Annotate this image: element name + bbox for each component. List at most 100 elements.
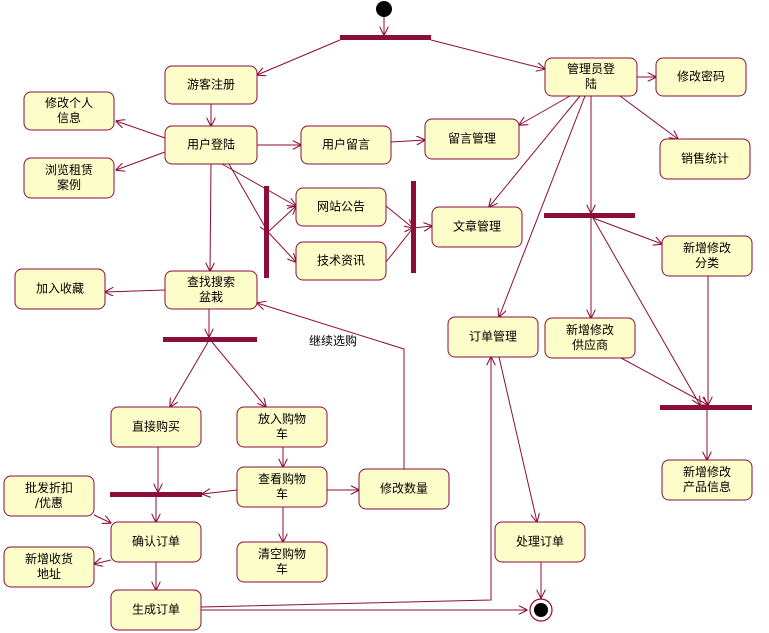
node-box	[295, 241, 387, 281]
activity-nodes: 游客注册管理员登陆修改密码修改个人信息用户登陆用户留言留言管理销售统计浏览租赁案…	[3, 57, 753, 631]
node-box	[447, 316, 539, 358]
node-label: 新增修改	[566, 322, 614, 337]
flow-edge	[210, 163, 211, 271]
flow-edge	[257, 39, 341, 75]
node-label: 销售统计	[681, 151, 729, 166]
node-user-login: 用户登陆	[164, 125, 258, 165]
node-box	[164, 270, 258, 310]
node-label: 信息	[57, 110, 81, 125]
node-label: 新增收货	[25, 551, 73, 566]
node-label: 处理订单	[516, 535, 564, 549]
node-box	[300, 125, 392, 165]
node-label: 浏览租赁	[45, 162, 93, 177]
node-box	[236, 406, 328, 448]
node-sales-stats: 销售统计	[659, 138, 751, 180]
node-box	[494, 521, 586, 563]
node-wholesale-discount: 批发折扣/优惠	[3, 475, 95, 517]
flow-edge	[116, 151, 166, 170]
bar-article-left	[264, 186, 269, 278]
node-user-message: 用户留言	[300, 125, 392, 165]
node-label: 分类	[695, 256, 719, 270]
flow-edge	[105, 290, 166, 292]
flow-edge	[93, 514, 111, 523]
node-label: 新增修改	[683, 464, 731, 479]
node-box	[110, 406, 202, 448]
flow-edge	[499, 95, 586, 317]
node-label: 技术资讯	[317, 254, 365, 268]
bar-confirm-join	[110, 492, 202, 497]
node-label: 修改数量	[380, 481, 428, 496]
node-label: 网站公告	[317, 200, 365, 214]
node-box	[661, 235, 753, 277]
node-label: 清空购物	[258, 546, 306, 561]
node-label: 案例	[57, 177, 81, 192]
flow-edge	[489, 95, 581, 207]
flow-edge	[116, 121, 166, 139]
final-node	[534, 603, 548, 617]
node-box	[23, 91, 115, 131]
flow-edge	[267, 231, 296, 262]
node-label: 地址	[37, 567, 61, 581]
node-label: 用户留言	[322, 137, 370, 152]
node-label: 用户登陆	[187, 137, 235, 152]
flow-edge	[202, 490, 238, 494]
node-article-manage: 文章管理	[431, 206, 523, 248]
terminals	[376, 1, 553, 622]
node-change-qty: 修改数量	[358, 468, 450, 510]
node-label: 查看购物	[258, 471, 306, 486]
flow-edge	[257, 303, 405, 469]
bar-article-right	[411, 181, 416, 273]
flow-edge	[385, 205, 413, 228]
node-box	[164, 125, 258, 165]
node-site-notice: 网站公告	[295, 187, 387, 227]
node-tech-info: 技术资讯	[295, 241, 387, 281]
node-buy-now: 直接购买	[110, 406, 202, 448]
node-message-manage: 留言管理	[424, 118, 520, 160]
node-box	[110, 589, 202, 631]
node-box	[431, 206, 523, 248]
node-label: 修改密码	[677, 69, 725, 84]
node-box	[236, 541, 328, 583]
flow-edge	[519, 95, 571, 125]
node-label: 车	[276, 486, 288, 501]
node-box	[3, 475, 95, 517]
node-label: 放入购物	[258, 411, 306, 426]
node-order-manage: 订单管理	[447, 316, 539, 358]
node-box	[358, 468, 450, 510]
node-label: 管理员登	[567, 61, 615, 76]
flow-edge	[430, 39, 545, 69]
node-label: 查找搜索	[187, 274, 235, 289]
node-label: 直接购买	[132, 419, 180, 434]
node-label: 批发折扣	[25, 480, 73, 495]
edge-label-continue-shopping: 继续选购	[309, 333, 357, 348]
flow-edge	[390, 140, 425, 142]
node-label: 游客注册	[187, 77, 235, 92]
node-process-order: 处理订单	[494, 521, 586, 563]
flow-edge	[592, 217, 662, 244]
flow-edge	[228, 163, 268, 232]
flow-edge	[620, 357, 708, 405]
node-add-favorite: 加入收藏	[14, 268, 106, 310]
node-box	[3, 546, 95, 588]
node-box	[659, 138, 751, 180]
bar-admin-fork	[544, 213, 635, 218]
node-box	[661, 459, 753, 501]
node-box	[544, 317, 636, 359]
flow-edge	[170, 341, 209, 407]
sync-bars	[110, 35, 752, 497]
flow-edge	[200, 357, 491, 608]
node-box	[110, 521, 202, 563]
node-label: 确认订单	[132, 535, 180, 549]
node-generate-order: 生成订单	[110, 589, 202, 631]
node-label: 陆	[585, 76, 597, 91]
node-guest-register: 游客注册	[164, 65, 258, 105]
